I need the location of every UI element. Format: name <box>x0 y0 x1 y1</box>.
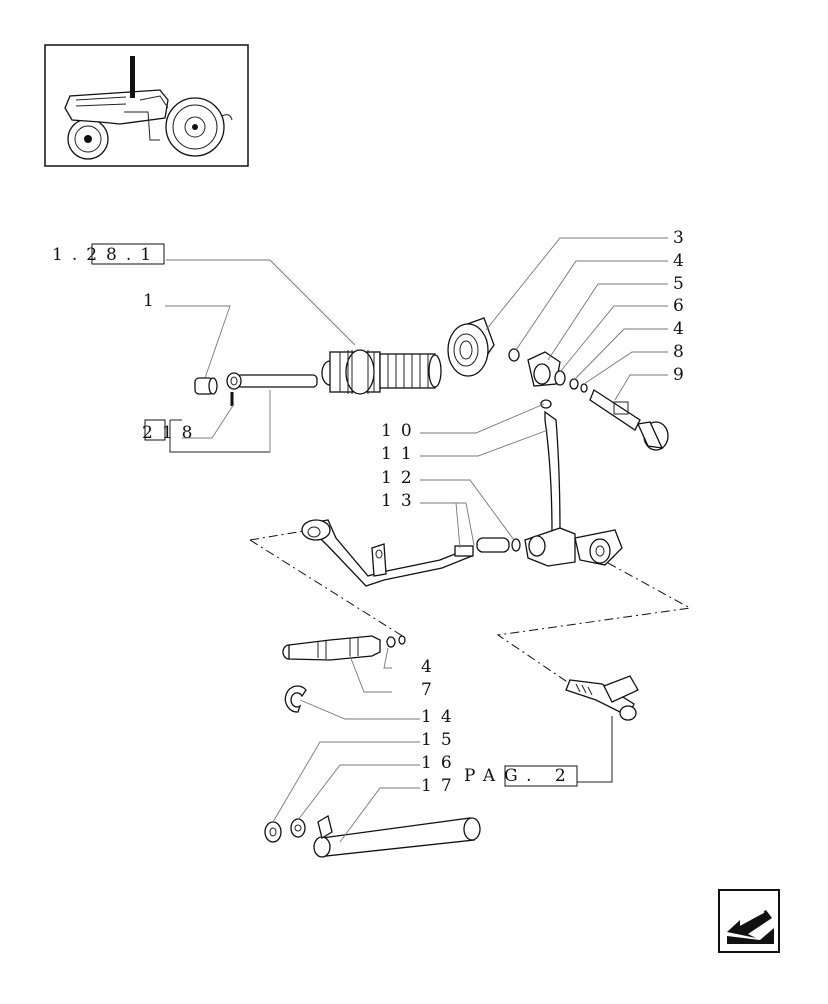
part-5-bushing <box>527 351 561 387</box>
next-page-arrow-icon <box>727 910 774 944</box>
assembly-line-c <box>496 562 692 697</box>
assembly-line-a <box>249 529 311 541</box>
callout-11: 11 <box>381 444 421 464</box>
callout-4: 4 <box>673 251 693 271</box>
callout-7: 7 <box>421 680 441 700</box>
part-4-ring-b <box>569 378 579 390</box>
part-13-lever <box>301 519 474 587</box>
page-ref-pag-2[interactable]: PAG. 2 <box>464 765 578 787</box>
callout-12: 12 <box>381 468 421 488</box>
callout-16: 16 <box>421 753 461 773</box>
callout-4-b: 4 <box>673 319 693 339</box>
part-6-ring <box>554 370 566 386</box>
page-ref-label: PAG. 2 <box>464 766 575 786</box>
part-17-pipe <box>313 814 481 858</box>
callout-5: 5 <box>673 274 693 294</box>
fig-ref-218[interactable]: 218 <box>142 419 270 453</box>
tractor-thumbnail[interactable] <box>44 44 249 167</box>
callout-1: 1 <box>143 291 163 311</box>
next-page-button[interactable] <box>718 889 780 953</box>
fig-ref-label: 218 <box>142 423 201 443</box>
callout-15: 15 <box>421 730 461 750</box>
part-12-sleeve <box>476 537 521 553</box>
tractor-icon <box>64 56 233 160</box>
part-pin-shaft <box>226 372 318 406</box>
part-9-shaft <box>589 389 669 451</box>
part-10-clip <box>540 399 552 409</box>
group-ref-label: 1.28.1 <box>52 245 160 265</box>
part-4-ring <box>508 348 520 362</box>
part-7-shaft <box>282 635 406 661</box>
part-tee-joint <box>524 527 623 567</box>
part-14-snap-ring <box>284 685 307 713</box>
part-15-nut <box>264 821 282 843</box>
callout-14: 14 <box>421 707 461 727</box>
callout-3: 3 <box>673 228 693 248</box>
leader-lines <box>165 237 668 843</box>
callout-13: 13 <box>381 491 421 511</box>
part-pag2-assembly <box>565 675 639 721</box>
part-16-washer <box>290 818 306 838</box>
callout-6: 6 <box>673 296 693 316</box>
callout-8: 8 <box>673 342 693 362</box>
part-8-ring <box>580 383 588 393</box>
callout-9: 9 <box>673 365 693 385</box>
callout-4-c: 4 <box>421 657 441 677</box>
callout-10: 10 <box>381 421 421 441</box>
group-ref-1-28-1[interactable]: 1.28.1 <box>52 243 165 265</box>
callout-labels: 3 4 5 6 4 8 9 1 10 11 12 13 4 7 14 15 16… <box>143 228 693 796</box>
callout-17: 17 <box>421 776 461 796</box>
part-gear-shaft <box>321 349 442 395</box>
part-3-bearing <box>447 317 495 377</box>
part-1-cap <box>194 377 218 395</box>
